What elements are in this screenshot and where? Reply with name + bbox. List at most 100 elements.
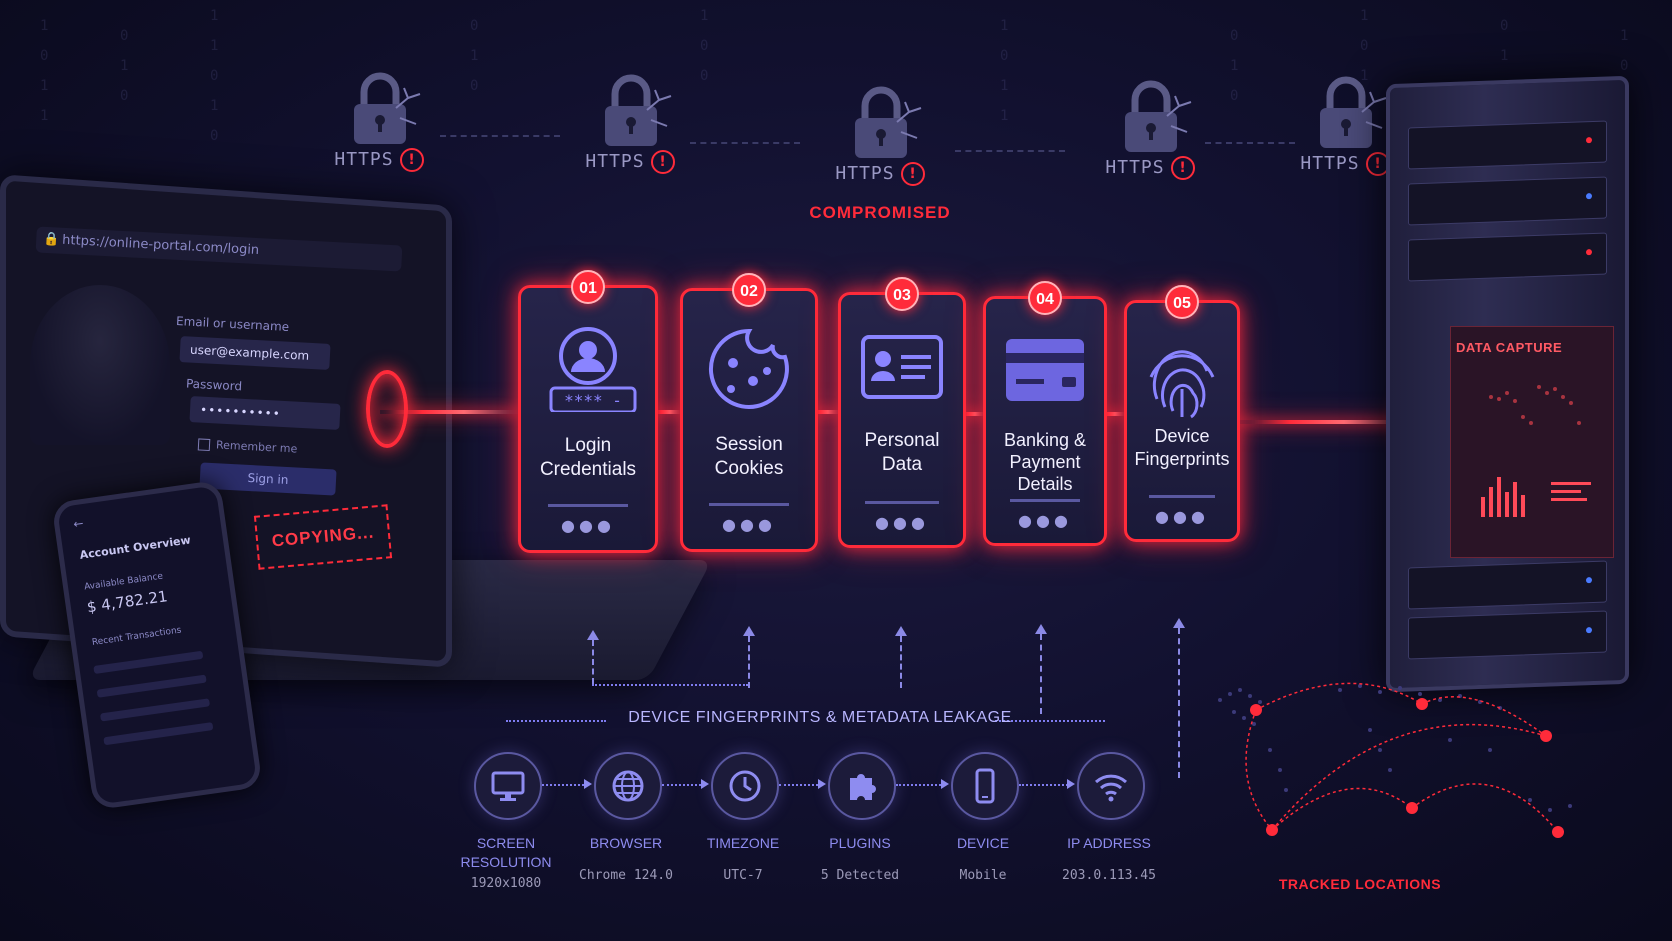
svg-text:1: 1 [40,108,48,124]
svg-text:0: 0 [210,68,218,84]
svg-text:1: 1 [1620,28,1628,44]
transaction-row[interactable] [103,722,214,746]
fp-label: SCREEN RESOLUTION [460,835,552,870]
location-pin [1266,824,1278,836]
card-divider [865,501,939,504]
svg-text:1: 1 [40,18,48,34]
https-lock-4: HTTPS! [1095,76,1205,180]
transaction-row[interactable] [93,650,204,674]
svg-text:1: 1 [210,38,218,54]
node-connector [542,784,588,786]
lock-chain-link [440,135,560,137]
svg-text:1: 1 [1360,8,1368,24]
leak-connector [995,720,1105,722]
fingerprint-flow-title: DEVICE FINGERPRINTS & METADATA LEAKAGE [628,709,1012,726]
node-plugins[interactable] [828,752,896,820]
balance-value: $ 4,782.21 [85,587,169,617]
leak-arrow [900,636,902,688]
data-beam [1236,420,1416,424]
fp-label: BROWSER [589,835,663,851]
svg-text:0: 0 [40,48,48,64]
fp-label: TIMEZONE [706,835,780,851]
node-timezone[interactable] [711,752,779,820]
status-led [1586,137,1592,144]
data-beam [652,410,682,414]
arrow-up-icon [895,626,907,636]
node-browser[interactable] [594,752,662,820]
svg-text:0: 0 [1000,48,1008,64]
svg-text:0: 0 [470,18,478,34]
leak-arrow [748,636,750,688]
arrow-right-icon [584,779,592,789]
arrow-up-icon [743,626,755,636]
data-beam [1100,412,1125,416]
pin-mask: **** - [564,391,622,410]
warning-icon: ! [650,150,675,174]
location-pin [1540,730,1552,742]
phone-icon [975,768,995,804]
node-connector [1019,784,1071,786]
data-card-login-credentials[interactable]: 01 **** - Login Credentials ●●● [518,270,658,553]
lock-chain-link [955,150,1065,152]
status-led [1586,249,1592,256]
transaction-row[interactable] [99,698,211,722]
svg-text:1: 1 [40,78,48,94]
warning-icon: ! [1170,156,1195,180]
status-led [1586,577,1592,584]
https-label: HTTPS [1105,156,1165,178]
data-card-device-fingerprints[interactable]: 05 Device Fingerprints ●●● [1124,285,1240,542]
step-number: 01 [571,270,605,304]
warning-icon: ! [399,148,424,172]
https-label: HTTPS [585,150,645,172]
transaction-row[interactable] [96,674,207,698]
data-beam [380,410,520,414]
phone-title: Account Overview [78,533,192,562]
arrow-right-icon [941,779,949,789]
svg-text:1: 1 [700,8,708,24]
rack-unit [1408,610,1607,660]
svg-text:0: 0 [700,68,708,84]
svg-text:0: 0 [1360,38,1368,54]
fp-value: Chrome 124.0 [579,868,673,883]
broken-lock-icon [1320,76,1387,148]
node-device[interactable] [951,752,1019,820]
arrow-right-icon [701,779,709,789]
checkbox[interactable] [197,438,211,452]
data-card-session-cookies[interactable]: 02 Session Cookies ●●● [680,273,818,552]
https-lock-1: HTTPS! [324,68,434,172]
location-pin [1406,802,1418,814]
user-credentials-icon: **** - [549,327,637,412]
card-title: Session Cookies [714,434,784,479]
wifi-icon [1094,774,1128,802]
more-icon: ●●● [722,515,776,534]
fp-value: 5 Detected [820,868,900,883]
card-title: Personal Data [864,430,940,475]
node-connector [779,784,822,786]
capture-world-map [1481,385,1591,517]
back-arrow-icon[interactable]: ← [72,516,85,532]
node-screen-resolution[interactable] [474,752,542,820]
data-card-banking-payment[interactable]: 04 Banking & Payment Details ●●● [983,281,1107,546]
laser-ring-left [366,370,408,448]
broken-lock-icon [1125,80,1192,152]
rack-unit [1408,232,1607,282]
clock-icon [729,770,761,802]
node-ip-address[interactable] [1077,752,1145,820]
arrow-up-icon [1035,624,1047,634]
lock-chain-link [690,142,800,144]
data-card-personal-data[interactable]: 03 Personal Data ●●● [838,277,966,548]
broken-lock-icon [354,72,421,144]
arrow-right-icon [1067,779,1075,789]
card-divider [709,503,789,506]
svg-text:0: 0 [700,38,708,54]
svg-text:0: 0 [470,78,478,94]
https-label: HTTPS [1300,152,1360,174]
step-number: 02 [732,273,766,307]
more-icon: ●●● [875,513,929,532]
transactions-label: Recent Transactions [91,625,183,648]
svg-text:0: 0 [120,28,128,44]
puzzle-icon [850,774,876,800]
leak-connector [506,720,606,722]
location-pin [1250,704,1262,716]
https-label: HTTPS [334,148,394,170]
